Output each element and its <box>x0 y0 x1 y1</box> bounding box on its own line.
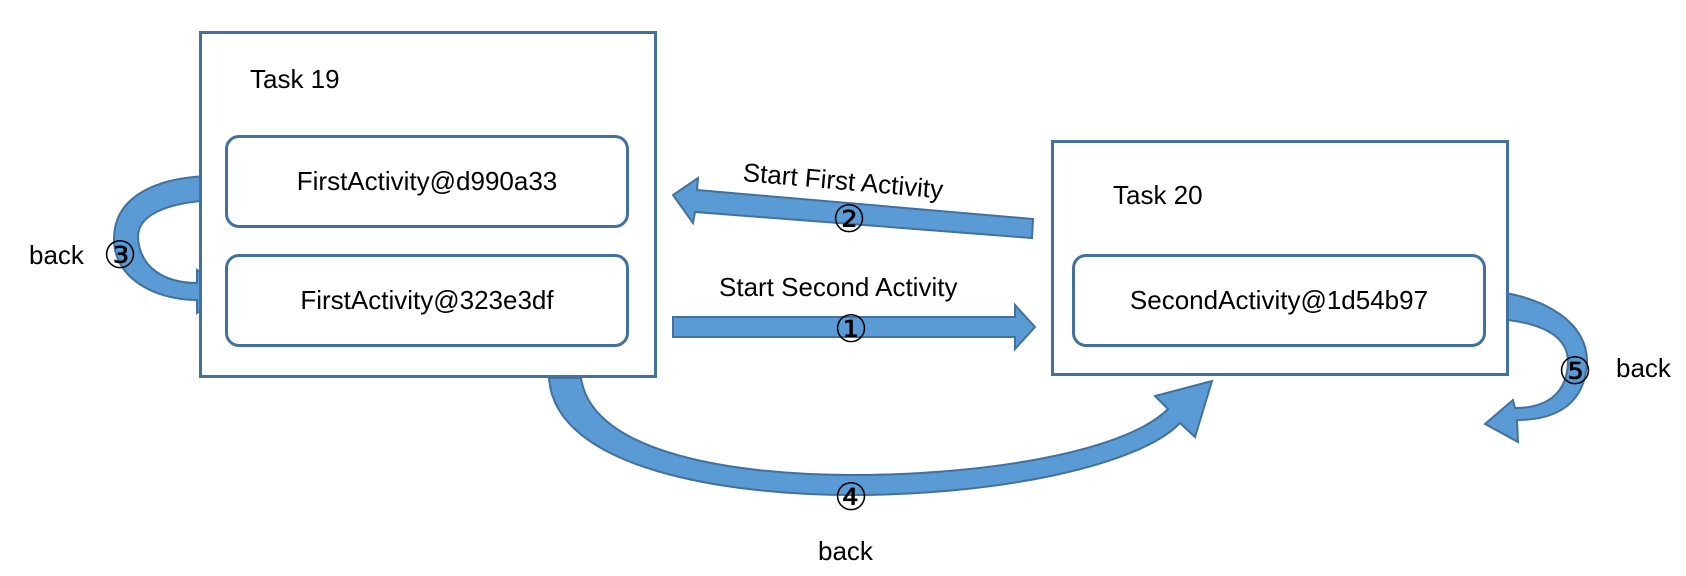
arrow-back-task19 <box>112 174 228 316</box>
label-back-step-5: back <box>1616 353 1671 383</box>
marker-step-2: ② <box>832 197 867 241</box>
label-back-step-3: back <box>29 240 84 270</box>
arrow-start-second-activity <box>672 302 1037 352</box>
first-activity-d990a33[interactable]: FirstActivity@d990a33 <box>225 135 629 228</box>
task-19-title: Task 19 <box>250 64 340 94</box>
marker-step-5: ⑤ <box>1558 349 1593 393</box>
label-start-second-activity: Start Second Activity <box>719 272 958 302</box>
arrow-back-task19-to-task20 <box>547 377 1214 497</box>
marker-step-1: ① <box>834 307 869 351</box>
second-activity-1d54b97[interactable]: SecondActivity@1d54b97 <box>1072 254 1486 347</box>
first-activity-323e3df[interactable]: FirstActivity@323e3df <box>225 254 629 347</box>
arrow-back-task20 <box>1481 288 1589 444</box>
marker-step-3: ③ <box>103 233 138 277</box>
arrow-start-first-activity <box>671 175 1035 240</box>
task-20-title: Task 20 <box>1113 180 1203 210</box>
label-back-step-4: back <box>818 536 873 566</box>
marker-step-4: ④ <box>834 475 869 519</box>
